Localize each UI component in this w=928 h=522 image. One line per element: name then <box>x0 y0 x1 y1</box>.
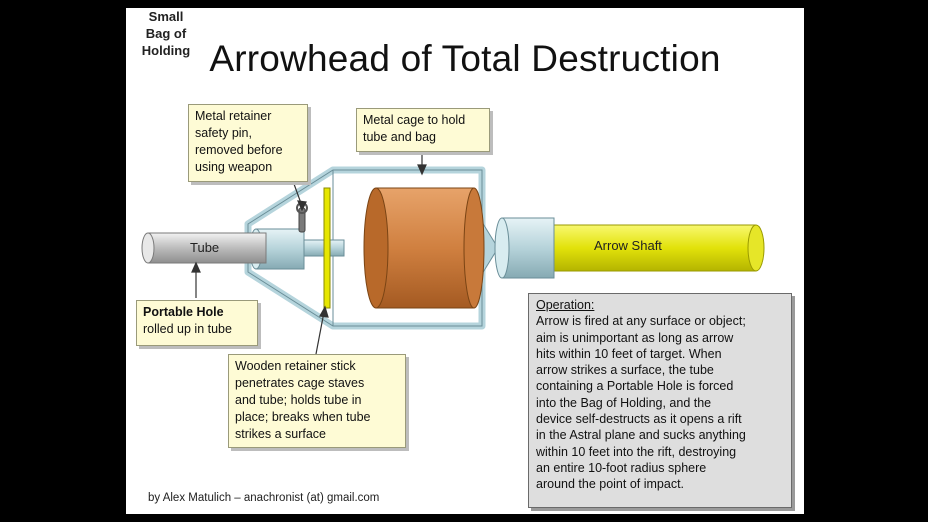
callout-line: rolled up in tube <box>143 322 232 336</box>
operation-line: around the point of impact. <box>536 477 685 492</box>
bag-label-line: Holding <box>141 43 191 58</box>
callout-heading: Portable Hole <box>143 305 224 319</box>
bag-of-holding <box>363 187 485 309</box>
arrowhead-diagram <box>141 154 765 355</box>
operation-line: into the Bag of Holding, and the <box>536 395 712 410</box>
slide: Arrowhead of Total Destruction <box>126 8 804 514</box>
wooden-retainer-stick <box>323 187 331 309</box>
portable-hole-tube <box>141 232 345 264</box>
operation-line: device self-destructs as it opens a rift <box>536 412 742 427</box>
callout-line: using weapon <box>195 160 273 174</box>
operation-line: containing a Portable Hole is forced <box>536 379 734 394</box>
arrow-shaft <box>550 224 765 272</box>
callout-pointers <box>191 154 427 355</box>
cage-callout: Metal cage to hold tube and bag <box>356 108 490 152</box>
operation-line: in the Astral plane and sucks anything <box>536 428 746 443</box>
callout-line: tube and bag <box>363 130 436 144</box>
callout-line: Metal retainer <box>195 109 272 123</box>
operation-line: aim is unimportant as long as arrow <box>536 330 734 345</box>
callout-line: and tube; holds tube in <box>235 393 362 407</box>
retainer-stick-callout: Wooden retainer stick penetrates cage st… <box>228 354 406 448</box>
front-collar <box>494 217 555 279</box>
callout-line: penetrates cage staves <box>235 376 365 390</box>
callout-line: removed before <box>195 143 283 157</box>
callout-line: place; breaks when tube <box>235 410 371 424</box>
callout-line: Wooden retainer stick <box>235 359 356 373</box>
operation-line: an entire 10-foot radius sphere <box>536 460 707 475</box>
callout-line: strikes a surface <box>235 427 327 441</box>
bag-label-line: Bag of <box>145 26 187 41</box>
callout-line: safety pin, <box>195 126 252 140</box>
operation-line: Arrow is fired at any surface or object; <box>536 314 746 329</box>
operation-line: arrow strikes a surface, the tube <box>536 363 714 378</box>
tube-label: Tube <box>190 240 220 255</box>
operation-box: Operation: Arrow is fired at any surface… <box>528 293 792 508</box>
arrow-shaft-label: Arrow Shaft <box>594 238 662 253</box>
operation-line: within 10 feet into the rift, destroying <box>536 444 737 459</box>
slide-title: Arrowhead of Total Destruction <box>209 38 721 79</box>
callout-line: Metal cage to hold <box>363 113 466 127</box>
operation-heading: Operation: <box>536 298 595 312</box>
bag-label: Small Bag of Holding <box>126 8 206 59</box>
safety-pin-callout: Metal retainer safety pin, removed befor… <box>188 104 308 182</box>
operation-line: hits within 10 feet of target. When <box>536 346 722 361</box>
bag-label-line: Small <box>148 9 184 24</box>
portable-hole-callout: Portable Hole rolled up in tube <box>136 300 258 346</box>
author-credit: by Alex Matulich – anachronist (at) gmai… <box>148 492 380 504</box>
